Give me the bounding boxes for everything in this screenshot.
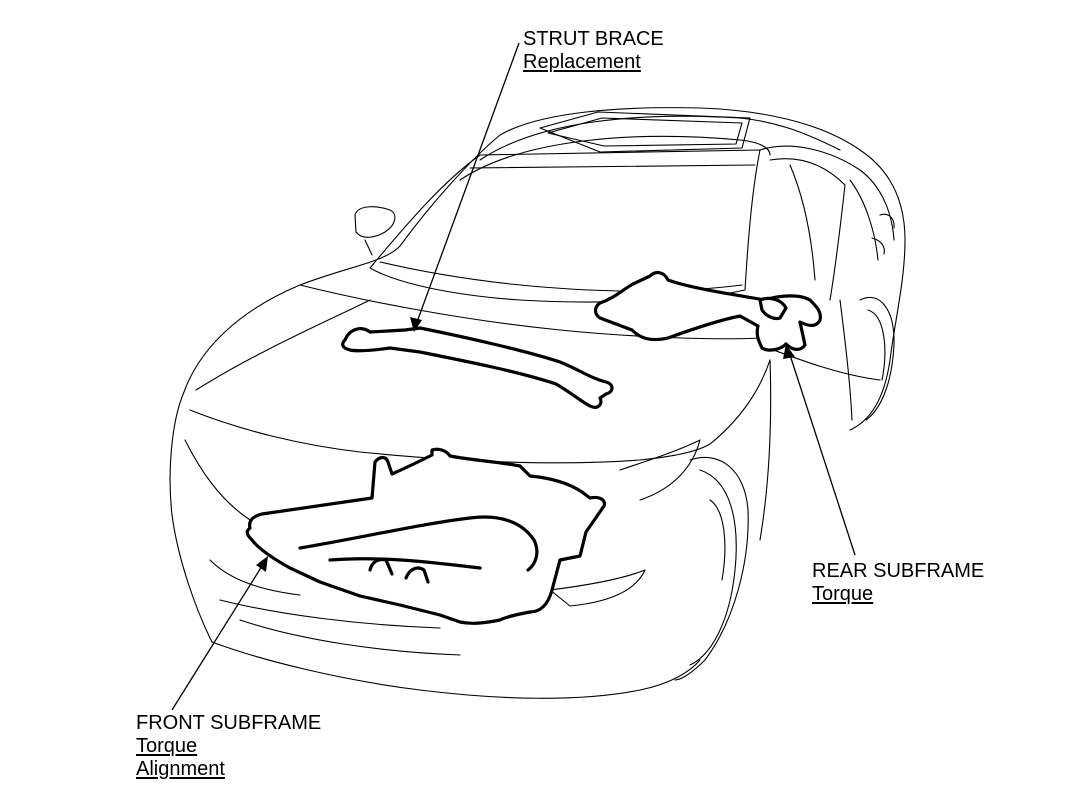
front-subframe-callout: FRONT SUBFRAME Torque Alignment — [136, 712, 321, 781]
front-subframe-part — [245, 447, 606, 625]
front-subframe-title: FRONT SUBFRAME — [136, 712, 322, 734]
rear-subframe-callout: REAR SUBFRAME Torque — [812, 560, 984, 606]
strut-brace-title: STRUT BRACE — [523, 28, 664, 50]
rear-subframe-title: REAR SUBFRAME — [812, 560, 985, 582]
strut-brace-replacement-link[interactable]: Replacement — [523, 51, 641, 73]
front-subframe-alignment-link[interactable]: Alignment — [136, 758, 225, 780]
front-subframe-torque-link[interactable]: Torque — [136, 735, 198, 757]
front-subframe-leader — [171, 556, 268, 711]
rear-subframe-torque-link[interactable]: Torque — [812, 583, 874, 605]
strut-brace-leader — [410, 42, 520, 332]
rear-subframe-part — [593, 270, 822, 352]
strut-brace-part — [341, 326, 614, 409]
strut-brace-callout: STRUT BRACE Replacement — [523, 28, 664, 74]
rear-subframe-leader — [783, 344, 856, 556]
